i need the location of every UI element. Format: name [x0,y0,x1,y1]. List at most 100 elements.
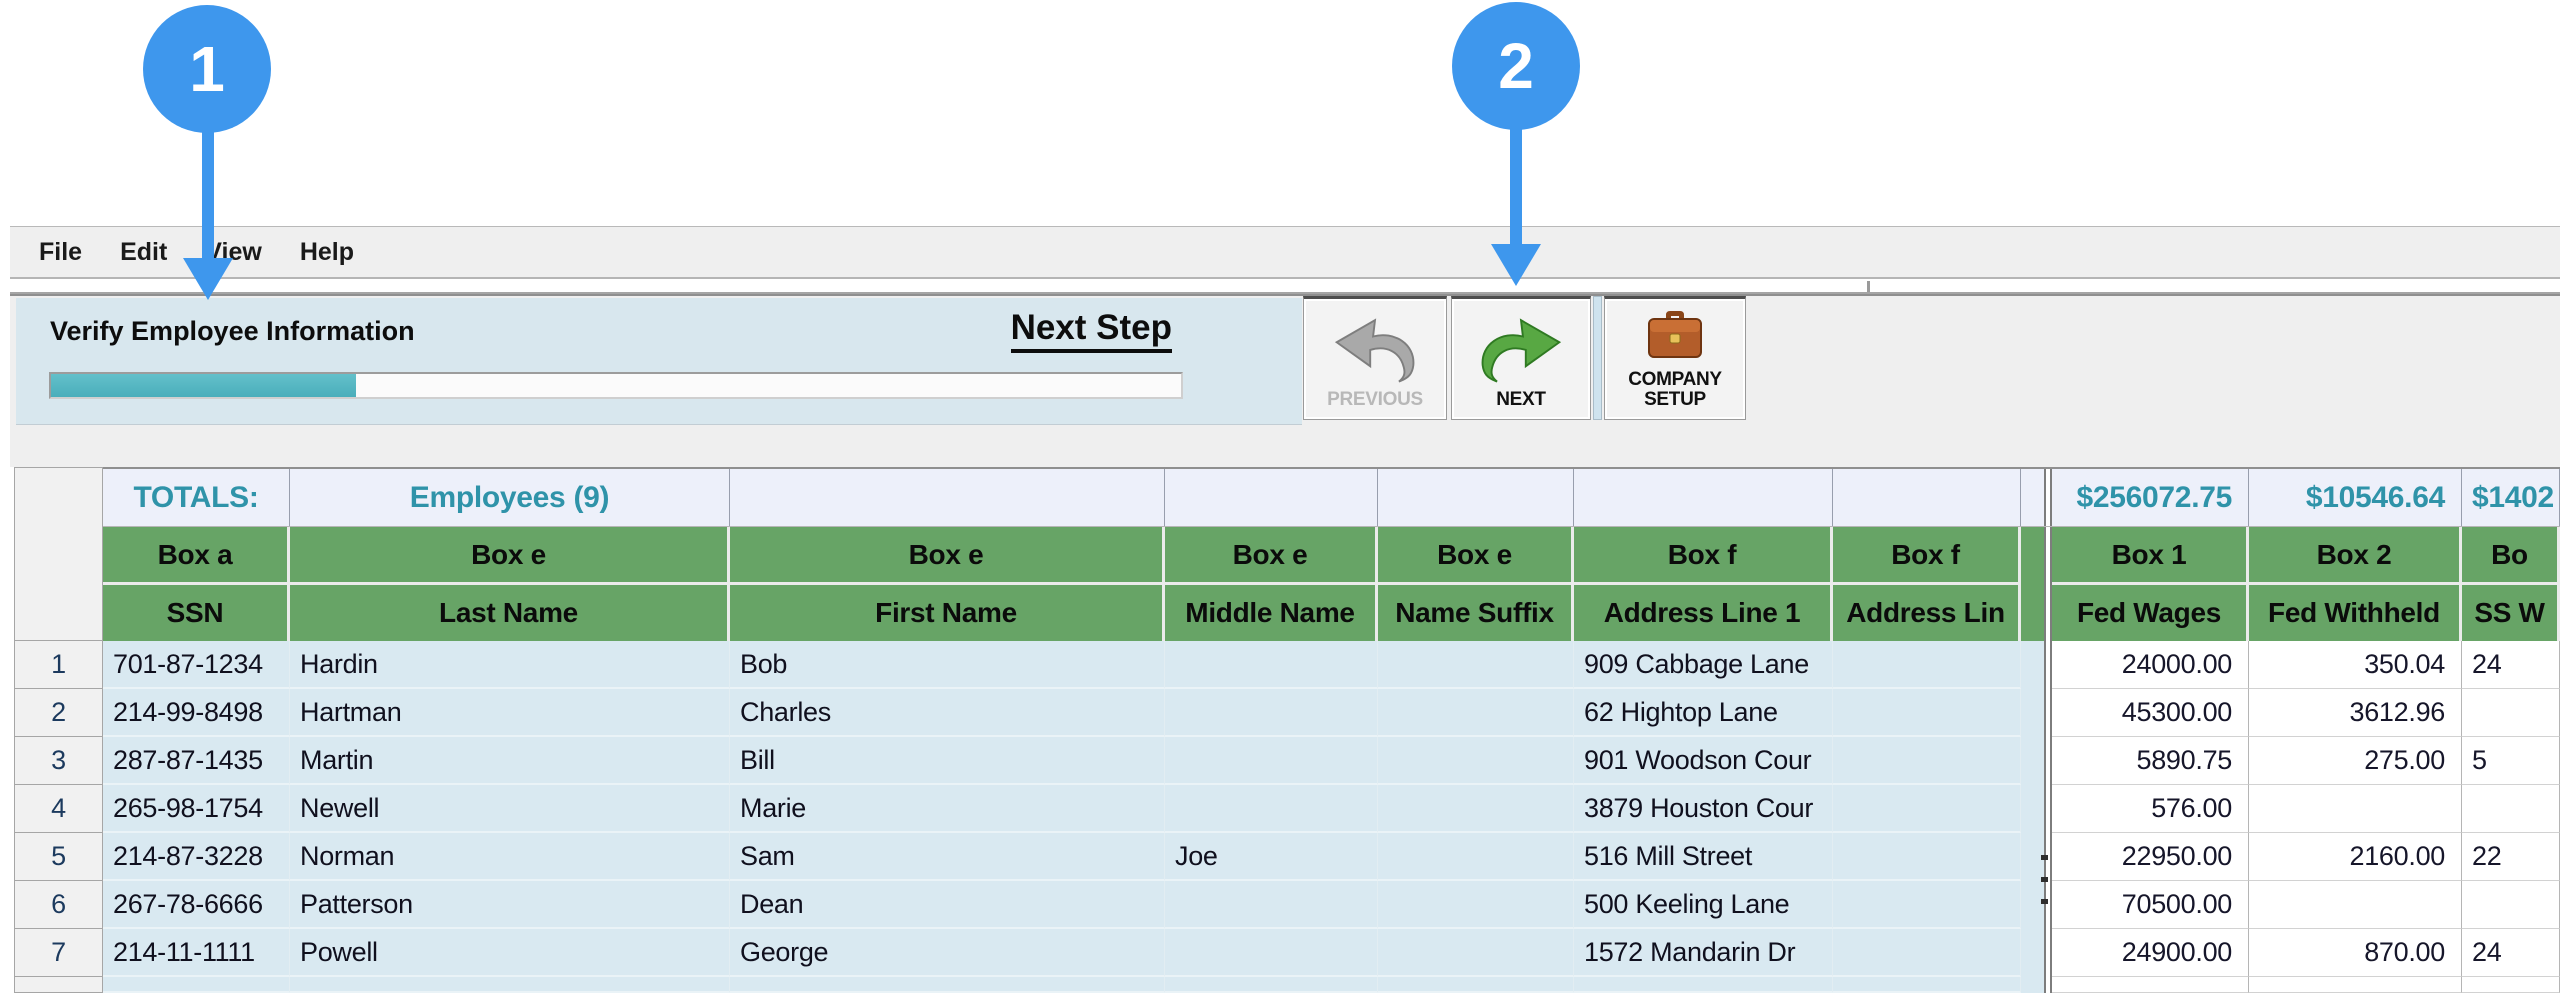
row-number[interactable]: 4 [14,785,103,833]
grid-cell-suffix[interactable] [1378,833,1574,881]
grid-cell-suffix[interactable] [1378,737,1574,785]
grid-cell-fed_wages[interactable]: 70500.00 [2052,881,2249,929]
grid-cell-suffix[interactable] [1378,641,1574,689]
row-number[interactable]: 7 [14,929,103,977]
grid-cell-last[interactable]: Hardin [290,641,730,689]
grid-cell-fed_withheld[interactable] [2249,785,2462,833]
grid-cell-ssn[interactable]: 265-98-1754 [103,785,290,833]
menu-edit[interactable]: Edit [120,237,168,266]
pane-splitter[interactable] [2044,689,2052,737]
grid-cell-first[interactable]: Dean [730,881,1165,929]
grid-cell-fed_withheld[interactable]: 275.00 [2249,737,2462,785]
grid-cell-fed_wages[interactable]: 5890.75 [2052,737,2249,785]
grid-cell-addr2[interactable] [1833,881,2021,929]
grid-cell-fed_withheld[interactable] [2249,881,2462,929]
grid-cell-ssn[interactable] [103,977,290,993]
grid-cell-ssn[interactable]: 267-78-6666 [103,881,290,929]
grid-cell-first[interactable]: Bob [730,641,1165,689]
grid-cell-last[interactable]: Powell [290,929,730,977]
pane-splitter[interactable] [2044,929,2052,977]
grid-cell-last[interactable]: Patterson [290,881,730,929]
grid-cell-last[interactable]: Newell [290,785,730,833]
pane-splitter[interactable] [2044,977,2052,993]
grid-cell-suffix[interactable] [1378,785,1574,833]
grid-cell-addr2[interactable] [1833,641,2021,689]
grid-cell-middle[interactable] [1165,881,1378,929]
row-number[interactable] [14,977,103,993]
grid-cell-ss_wages[interactable] [2462,689,2560,737]
grid-cell-addr1[interactable]: 500 Keeling Lane [1574,881,1833,929]
pane-splitter[interactable] [2044,527,2052,585]
grid-cell-ss_wages[interactable]: 5 [2462,737,2560,785]
grid-cell-fed_wages[interactable]: 576.00 [2052,785,2249,833]
grid-cell-fed_withheld[interactable]: 350.04 [2249,641,2462,689]
grid-cell-addr1[interactable] [1574,977,1833,993]
menu-file[interactable]: File [39,237,83,266]
grid-cell-first[interactable]: Bill [730,737,1165,785]
grid-cell-ssn[interactable]: 287-87-1435 [103,737,290,785]
grid-cell-fed_wages[interactable] [2052,977,2249,993]
row-number[interactable]: 5 [14,833,103,881]
grid-cell-addr2[interactable] [1833,785,2021,833]
grid-cell-last[interactable]: Martin [290,737,730,785]
grid-cell-addr1[interactable]: 62 Hightop Lane [1574,689,1833,737]
grid-cell-ss_wages[interactable] [2462,881,2560,929]
grid-cell-ssn[interactable]: 701-87-1234 [103,641,290,689]
pane-splitter[interactable] [2044,881,2052,929]
grid-cell-middle[interactable] [1165,929,1378,977]
grid-cell-first[interactable]: Sam [730,833,1165,881]
pane-splitter[interactable] [2044,585,2052,641]
grid-cell-addr2[interactable] [1833,929,2021,977]
row-number[interactable]: 1 [14,641,103,689]
grid-cell-last[interactable] [290,977,730,993]
grid-cell-middle[interactable] [1165,977,1378,993]
grid-cell-fed_wages[interactable]: 24000.00 [2052,641,2249,689]
grid-cell-addr2[interactable] [1833,689,2021,737]
grid-cell-fed_wages[interactable]: 22950.00 [2052,833,2249,881]
grid-cell-middle[interactable] [1165,737,1378,785]
grid-cell-ss_wages[interactable]: 22 [2462,833,2560,881]
grid-cell-ss_wages[interactable] [2462,977,2560,993]
grid-cell-first[interactable]: Marie [730,785,1165,833]
grid-cell-addr1[interactable]: 3879 Houston Cour [1574,785,1833,833]
grid-cell-first[interactable]: George [730,929,1165,977]
pane-splitter[interactable] [2044,785,2052,833]
pane-splitter[interactable] [2044,641,2052,689]
grid-cell-middle[interactable] [1165,785,1378,833]
grid-cell-ssn[interactable]: 214-87-3228 [103,833,290,881]
grid-cell-fed_withheld[interactable] [2249,977,2462,993]
previous-button[interactable]: PREVIOUS [1303,296,1447,420]
menu-help[interactable]: Help [299,237,355,266]
grid-cell-fed_wages[interactable]: 24900.00 [2052,929,2249,977]
grid-cell-addr1[interactable]: 901 Woodson Cour [1574,737,1833,785]
grid-cell-fed_withheld[interactable]: 3612.96 [2249,689,2462,737]
row-number[interactable]: 2 [14,689,103,737]
grid-cell-ss_wages[interactable] [2462,785,2560,833]
grid-cell-addr1[interactable]: 516 Mill Street [1574,833,1833,881]
grid-cell-addr2[interactable] [1833,833,2021,881]
grid-cell-suffix[interactable] [1378,881,1574,929]
grid-cell-ss_wages[interactable]: 24 [2462,929,2560,977]
grid-cell-last[interactable]: Hartman [290,689,730,737]
next-step-link[interactable]: Next Step [1010,308,1172,353]
grid-cell-fed_wages[interactable]: 45300.00 [2052,689,2249,737]
grid-cell-addr1[interactable]: 1572 Mandarin Dr [1574,929,1833,977]
grid-cell-first[interactable] [730,977,1165,993]
company-setup-button[interactable]: COMPANY SETUP [1604,296,1746,420]
pane-splitter-dot[interactable] [2041,877,2048,882]
grid-cell-first[interactable]: Charles [730,689,1165,737]
grid-cell-middle[interactable] [1165,689,1378,737]
grid-cell-ss_wages[interactable]: 24 [2462,641,2560,689]
grid-cell-addr2[interactable] [1833,977,2021,993]
grid-cell-ssn[interactable]: 214-99-8498 [103,689,290,737]
pane-splitter-dot[interactable] [2041,855,2048,860]
grid-cell-suffix[interactable] [1378,929,1574,977]
grid-cell-last[interactable]: Norman [290,833,730,881]
row-number[interactable]: 3 [14,737,103,785]
grid-cell-ssn[interactable]: 214-11-1111 [103,929,290,977]
grid-cell-middle[interactable] [1165,641,1378,689]
next-button[interactable]: NEXT [1451,296,1591,420]
grid-cell-addr1[interactable]: 909 Cabbage Lane [1574,641,1833,689]
grid-cell-suffix[interactable] [1378,689,1574,737]
grid-cell-suffix[interactable] [1378,977,1574,993]
